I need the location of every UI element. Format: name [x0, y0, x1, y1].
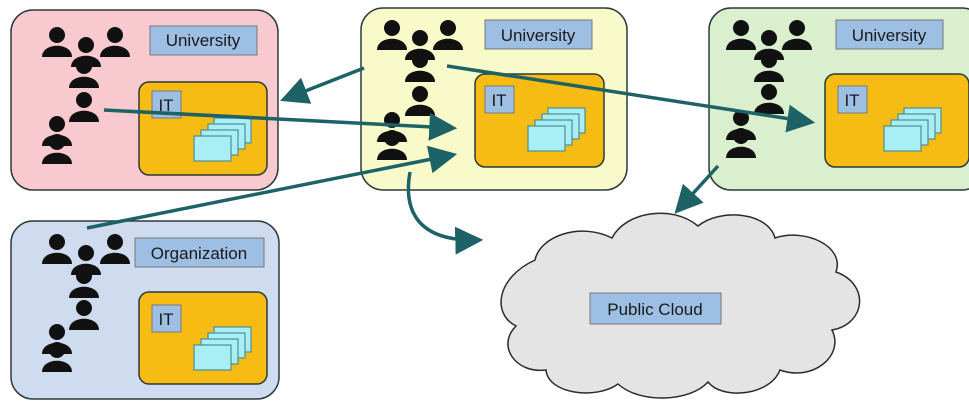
university-right-it-label-box [837, 85, 868, 114]
arrows [86, 64, 816, 255]
organization-it-label-box [151, 304, 182, 333]
university-right-box: University IT [708, 7, 969, 191]
university-left-label-box [149, 25, 258, 56]
organization-label-box [134, 237, 265, 268]
public-cloud-label-box [589, 292, 722, 325]
arrow-icon [406, 171, 484, 255]
arrow-icon [674, 164, 720, 214]
university-center-box: University IT [360, 7, 628, 191]
university-center-it-label-box [484, 85, 515, 114]
university-center-label-box [484, 19, 593, 50]
university-right-it-label: IT [844, 91, 859, 110]
public-cloud: Public Cloud [500, 212, 861, 399]
organization-it-label: IT [158, 310, 173, 329]
university-right-label: University [852, 26, 927, 45]
university-center-it-label: IT [491, 91, 506, 110]
university-center-label: University [501, 26, 576, 45]
arrow-icon [86, 145, 458, 230]
university-left-label: University [166, 31, 241, 50]
university-right-label-box [835, 19, 944, 50]
university-left-box: University IT [10, 9, 279, 191]
organization-box: Organization IT [10, 220, 280, 400]
arrow-icon [280, 66, 365, 104]
arrow-icon [446, 64, 816, 133]
organization-label: Organization [151, 244, 247, 263]
public-cloud-label: Public Cloud [607, 300, 702, 319]
university-left-it-label: IT [158, 96, 173, 115]
arrow-icon [103, 108, 458, 141]
